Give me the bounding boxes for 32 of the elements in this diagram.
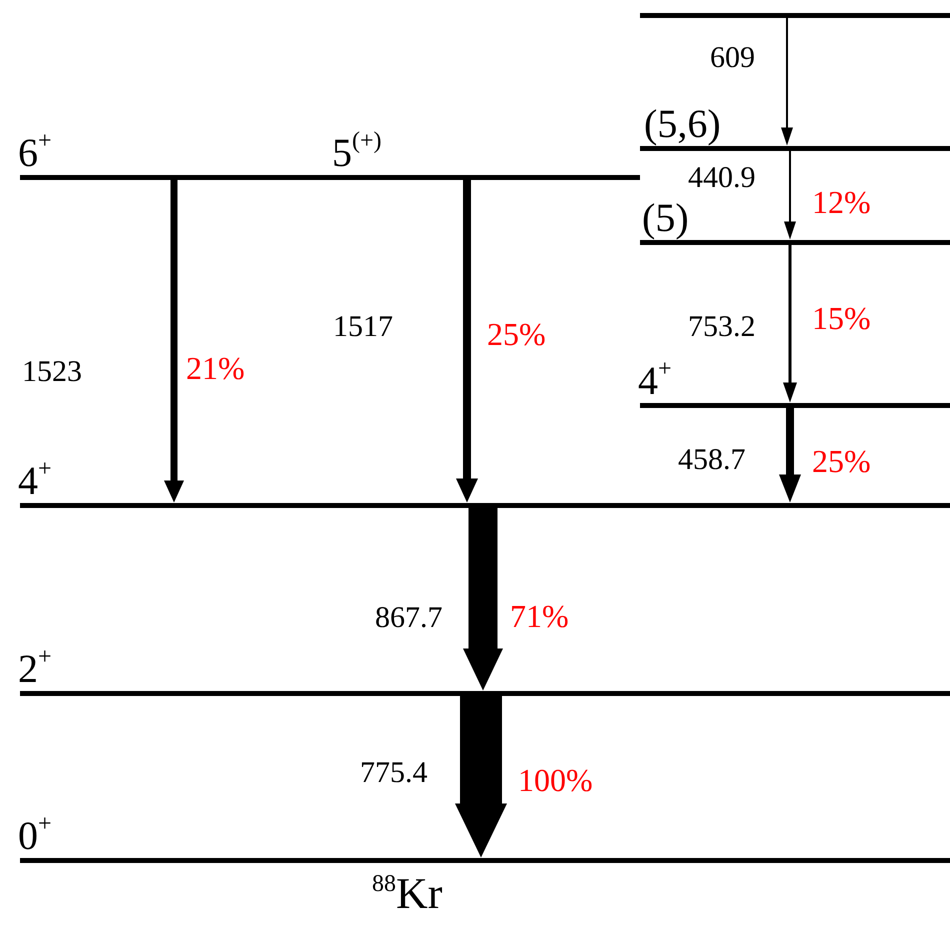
- nucleus-label: $^{88}$Kr: [372, 872, 442, 916]
- spin-parity-label: 0$^{+}$: [18, 816, 52, 856]
- gamma-energy-label: 458.7: [678, 445, 746, 475]
- intensity-label: 15%: [812, 302, 871, 334]
- gamma-energy-label: 753.2: [688, 312, 756, 342]
- spin-parity-label: 4$^{+}$: [18, 460, 52, 500]
- intensity-label: 100%: [518, 764, 593, 796]
- gamma-transition-arrow: [784, 150, 796, 240]
- spin-parity-label: (5,6): [644, 104, 721, 144]
- spin-parity-label: 6$^{+}$: [18, 132, 52, 172]
- gamma-energy-label: 867.7: [375, 603, 442, 633]
- gamma-transition-arrow: [456, 180, 478, 502]
- intensity-label: 71%: [510, 600, 569, 632]
- gamma-transition-arrow: [164, 180, 184, 502]
- gamma-transition-arrow: [781, 18, 793, 146]
- gamma-transition-arrow: [779, 408, 801, 502]
- intensity-label: 25%: [487, 318, 546, 350]
- gamma-energy-label: 1517: [333, 312, 393, 342]
- gamma-transition-arrow: [455, 696, 507, 858]
- gamma-energy-label: 609: [710, 43, 755, 73]
- gamma-transition-arrow: [783, 244, 797, 402]
- gamma-energy-label: 1523: [22, 357, 82, 387]
- spin-parity-label: 5$^{(+)}$: [332, 132, 382, 172]
- spin-parity-label: 2$^{+}$: [18, 648, 52, 688]
- intensity-label: 25%: [812, 445, 871, 477]
- spin-parity-label: 4$^{+}$: [638, 360, 672, 400]
- intensity-label: 21%: [186, 352, 245, 384]
- gamma-transition-arrow: [463, 508, 503, 690]
- gamma-energy-label: 775.4: [360, 758, 428, 788]
- spin-parity-label: (5): [642, 198, 689, 238]
- gamma-energy-label: 440.9: [688, 163, 756, 193]
- intensity-label: 12%: [812, 186, 871, 218]
